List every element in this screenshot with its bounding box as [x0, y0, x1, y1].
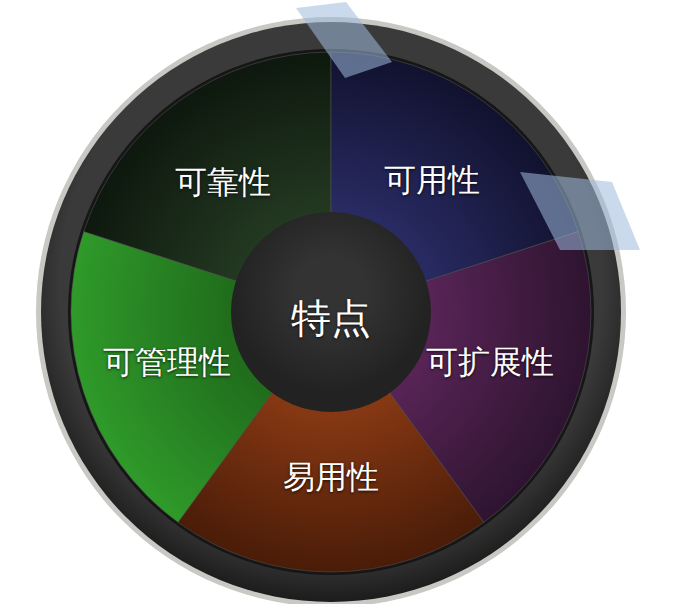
rim-shadow	[36, 17, 626, 604]
tape-strip	[520, 172, 640, 250]
segment-label: 易用性	[283, 458, 379, 496]
segment-label: 可靠性	[175, 163, 271, 201]
circle-fill	[231, 212, 431, 412]
segment-label: 可扩展性	[426, 343, 554, 381]
segment-label: 可用性	[384, 161, 480, 199]
segment-label: 可管理性	[103, 343, 231, 381]
center-circle: 特点	[231, 212, 431, 412]
rim-ring	[41, 22, 621, 602]
rim-inner	[68, 49, 594, 575]
tape-strip	[296, 2, 392, 78]
center-label: 特点	[291, 294, 371, 342]
